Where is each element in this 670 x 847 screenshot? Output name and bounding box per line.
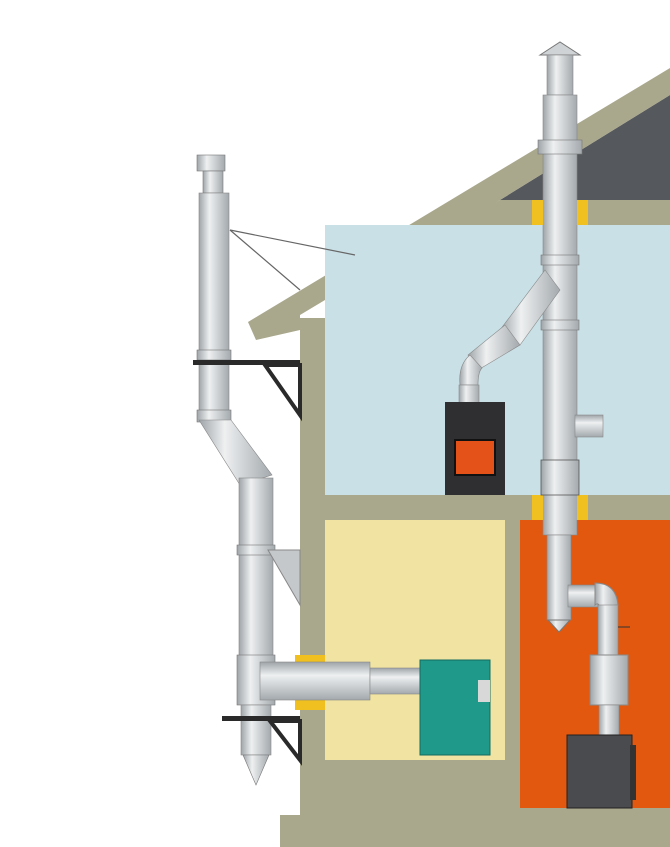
wall-bracket-bottom (222, 716, 300, 721)
offset-elbow (198, 419, 273, 486)
left-wall (300, 318, 325, 847)
external-chimney (193, 154, 491, 786)
boiler (419, 659, 491, 756)
wall-bracket-top (193, 360, 300, 365)
chimney-cap (538, 41, 582, 56)
floor-slab (325, 495, 670, 520)
heat-exchanger (589, 654, 629, 706)
roof-flashing (537, 139, 583, 155)
chimney-cap (196, 154, 226, 172)
partition-wall (505, 520, 520, 820)
floor-stove (566, 734, 633, 809)
foundation (280, 815, 670, 847)
fire-window (454, 439, 496, 476)
support-plate (267, 549, 301, 607)
inspection-tee (574, 414, 604, 438)
condensate-cone (242, 754, 270, 786)
internal-chimney (445, 41, 636, 809)
